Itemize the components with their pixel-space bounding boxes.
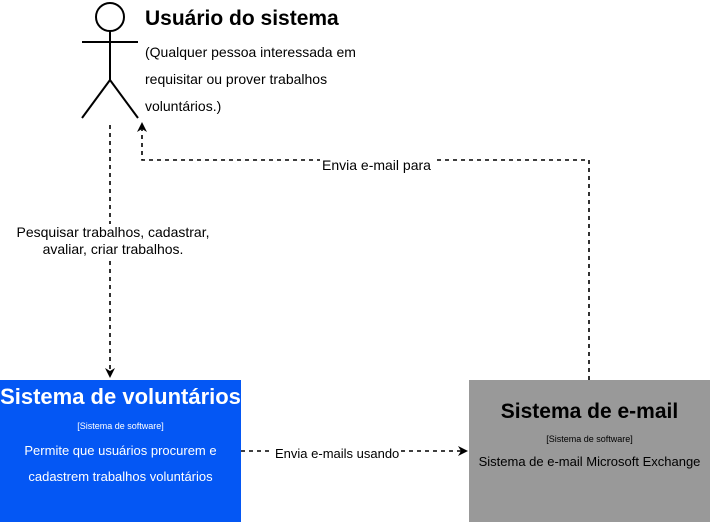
system-email-title: Sistema de e-mail <box>500 400 679 423</box>
actor-figure <box>81 2 139 119</box>
system-email-tag: [Sistema de software] <box>546 434 633 444</box>
edge-label-voluntarios-to-email: Envia e-mails usando <box>273 446 402 461</box>
system-email-description: Sistema de e-mail Microsoft Exchange <box>478 454 701 469</box>
actor-right-leg <box>109 79 139 119</box>
edge-label-user-to-voluntarios: Pesquisar trabalhos, cadastrar, avaliar,… <box>2 224 224 258</box>
system-voluntarios-title: Sistema de voluntários <box>0 384 241 409</box>
system-voluntarios-box: Sistema de voluntários [Sistema de softw… <box>0 380 241 522</box>
actor-left-leg <box>81 79 111 119</box>
system-voluntarios-description: Permite que usuários procurem e cadastre… <box>24 443 217 484</box>
actor-description: (Qualquer pessoa interessada em requisit… <box>145 44 356 114</box>
system-email-box: Sistema de e-mail [Sistema de software] … <box>469 380 710 522</box>
edge-label-email-to-user: Envia e-mail para <box>320 157 433 173</box>
actor-head <box>95 2 125 32</box>
actor-title: Usuário do sistema <box>145 7 339 30</box>
system-voluntarios-tag: [Sistema de software] <box>77 421 164 431</box>
